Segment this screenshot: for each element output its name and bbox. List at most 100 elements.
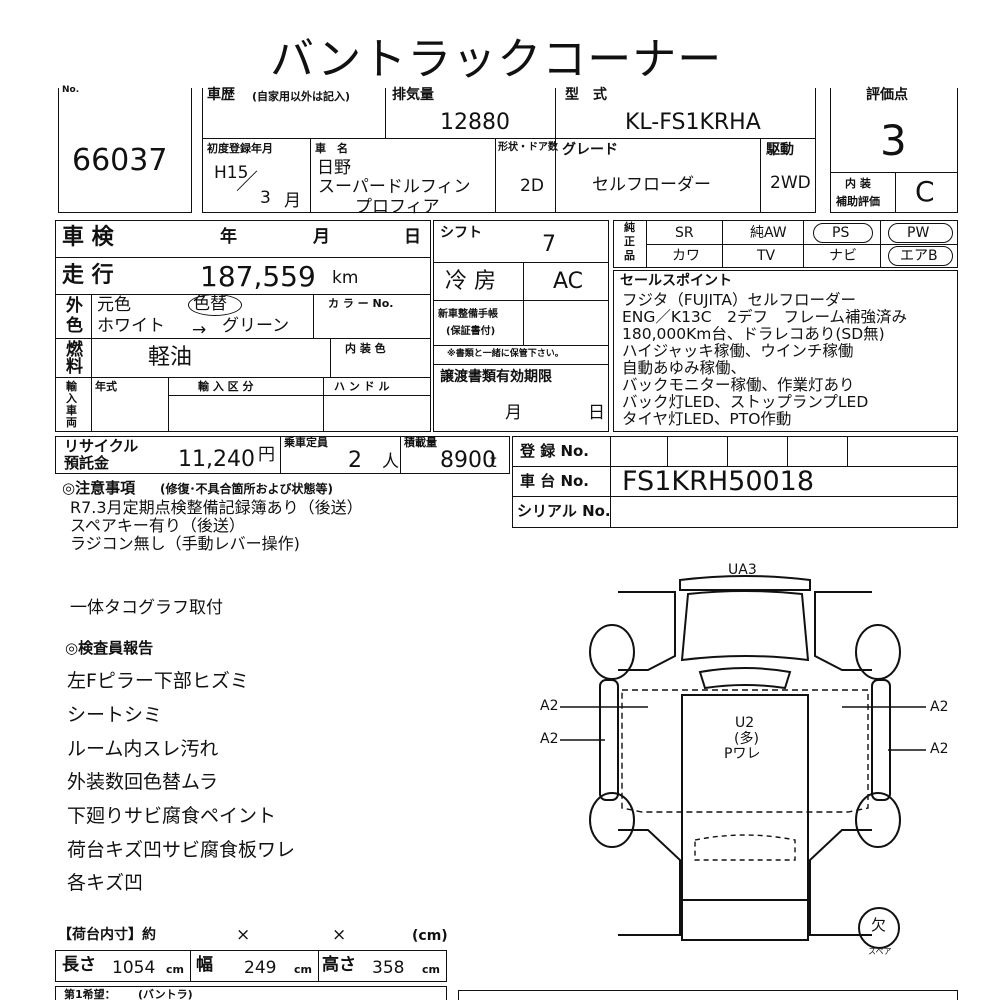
model-label: 型 式 [565, 87, 607, 103]
front-bumper [679, 575, 811, 591]
history-label: 車歴 [207, 87, 235, 103]
genuine-label-2: 正 [624, 235, 635, 248]
inspector-line: 左Fピラー下部ヒズミ [67, 670, 249, 692]
diagram-right-2: A2 [930, 741, 949, 757]
load-label: 積載量 [404, 436, 437, 449]
recycle-value: 11,240 [178, 447, 255, 472]
capacity-unit: 人 [382, 452, 399, 472]
car-name-label: 車 名 [315, 142, 348, 155]
load-unit: t [490, 452, 497, 472]
genuine-pw: PW [907, 225, 930, 241]
inspector-line: シートシミ [67, 704, 163, 726]
first-reg-month-unit: 月 [284, 191, 301, 211]
fuel-label-2: 料 [66, 357, 83, 377]
recycle-block [55, 436, 510, 474]
car-name-2: プロフィア [355, 197, 440, 217]
color-to: グリーン [222, 316, 290, 336]
lot-box [58, 88, 192, 213]
sales-point-line: バック灯LED、ストップランプLED [622, 393, 869, 411]
interior-score: C [915, 175, 935, 208]
capacity-value: 2 [348, 448, 362, 473]
cargo-x-2: × [332, 925, 347, 945]
new-reg-note: ※書類と一緒に保管下さい。 [447, 349, 564, 359]
wheel-rl [589, 792, 635, 848]
genuine-aw: 純AW [750, 225, 787, 241]
score-value: 3 [880, 116, 907, 165]
wheel-fr [855, 624, 901, 680]
genuine-airbag: エアB [900, 248, 938, 264]
genuine-label-1: 純 [624, 221, 635, 234]
spare-label: スペア [868, 947, 892, 956]
sales-point-line: ENG／K13C 2デフ フレーム補強済み [622, 308, 908, 326]
diagram-top: UA3 [728, 562, 757, 578]
ac-label: 冷 房 [445, 269, 496, 294]
genuine-tv: TV [757, 248, 776, 264]
cab [680, 590, 810, 662]
import-year-label: 年式 [95, 380, 117, 393]
interior-color-label: 内 装 色 [345, 342, 386, 355]
inspection-month: 月 [313, 227, 330, 247]
bottom-box [55, 986, 447, 1000]
color-label-1: 外 [66, 296, 83, 316]
first-reg-month: 3 [260, 188, 271, 208]
genuine-sr: SR [675, 225, 694, 241]
cargo-height: 358 [372, 958, 405, 978]
cargo-height-unit: cm [422, 963, 440, 976]
drive-value: 2WD [770, 173, 811, 193]
capacity-label: 乗車定員 [284, 436, 328, 449]
diagram-center-1: U2 [735, 715, 755, 731]
chassis-label: 車 台 No. [520, 472, 590, 490]
right-rear-fender [809, 829, 872, 936]
dashed-rear [694, 834, 796, 861]
load-value: 8900 [440, 448, 496, 473]
sales-point-line: 180,000Km台、ドラレコあり(SD無) [622, 325, 885, 343]
dashed-frame [621, 689, 869, 813]
new-reg-label-2: (保証書付) [446, 326, 496, 337]
cargo-length: 1054 [112, 958, 156, 978]
color-changed: 色替 [193, 294, 227, 314]
fuel-label-1: 燃 [66, 340, 83, 360]
inspector-line: 外装数回色替ムラ [67, 771, 219, 793]
diagram-center-2: (多) [734, 731, 759, 747]
recycle-unit: 円 [258, 445, 275, 465]
interior-label-2: 補助評価 [836, 195, 880, 208]
note-line: ラジコン無し（手動レバー操作) [70, 534, 300, 553]
transfer-month: 月 [505, 403, 522, 423]
import-division-label: 輸 入 区 分 [198, 380, 254, 393]
left-front-fender [618, 591, 676, 671]
lot-label: No. [62, 85, 80, 95]
bottom-label: 第1希望： [64, 988, 116, 1001]
cargo-length-unit: cm [166, 963, 184, 976]
sales-points-label: セールスポイント [620, 273, 732, 289]
mileage-label: 走 行 [62, 263, 114, 288]
mileage-unit: km [332, 268, 359, 288]
diagram-left-2: A2 [540, 731, 559, 747]
ps-circle [813, 223, 873, 243]
doors-value: 2D [520, 176, 544, 196]
color-arrow: → [192, 320, 207, 340]
car-maker: 日野 [317, 158, 351, 178]
diagram-right-1: A2 [930, 699, 949, 715]
bottom-value: (バントラ) [138, 988, 193, 1001]
right-front-fender [814, 591, 872, 671]
history-note: (自家用以外は記入) [252, 90, 351, 103]
spare-circle [858, 907, 900, 949]
first-reg-label: 初度登録年月 [207, 142, 273, 155]
transfer-day: 日 [588, 403, 605, 423]
recycle-label-2: 預託金 [64, 454, 110, 472]
cargo-unit: (cm) [412, 928, 448, 944]
page-title: バントラックコーナー [270, 34, 723, 85]
shift-label: シフト [440, 225, 482, 241]
diagram-center-3: Pワレ [724, 746, 761, 762]
score-label: 評価点 [866, 87, 908, 103]
sales-point-line: ハイジャッキ稼働、ウインチ稼働 [622, 342, 854, 360]
chassis-value: FS1KRH50018 [622, 466, 815, 497]
transfer-label: 譲渡書類有効期限 [440, 369, 552, 385]
note-line: スペアキー有り（後送） [70, 516, 245, 535]
inspector-line: 各キズ凹 [67, 872, 144, 894]
cargo-width-unit: cm [294, 963, 312, 976]
cargo-width-label: 幅 [196, 955, 213, 975]
inspection-label: 車 検 [62, 225, 114, 250]
fuel-value: 軽油 [148, 345, 193, 370]
genuine-navi: ナビ [829, 248, 857, 264]
